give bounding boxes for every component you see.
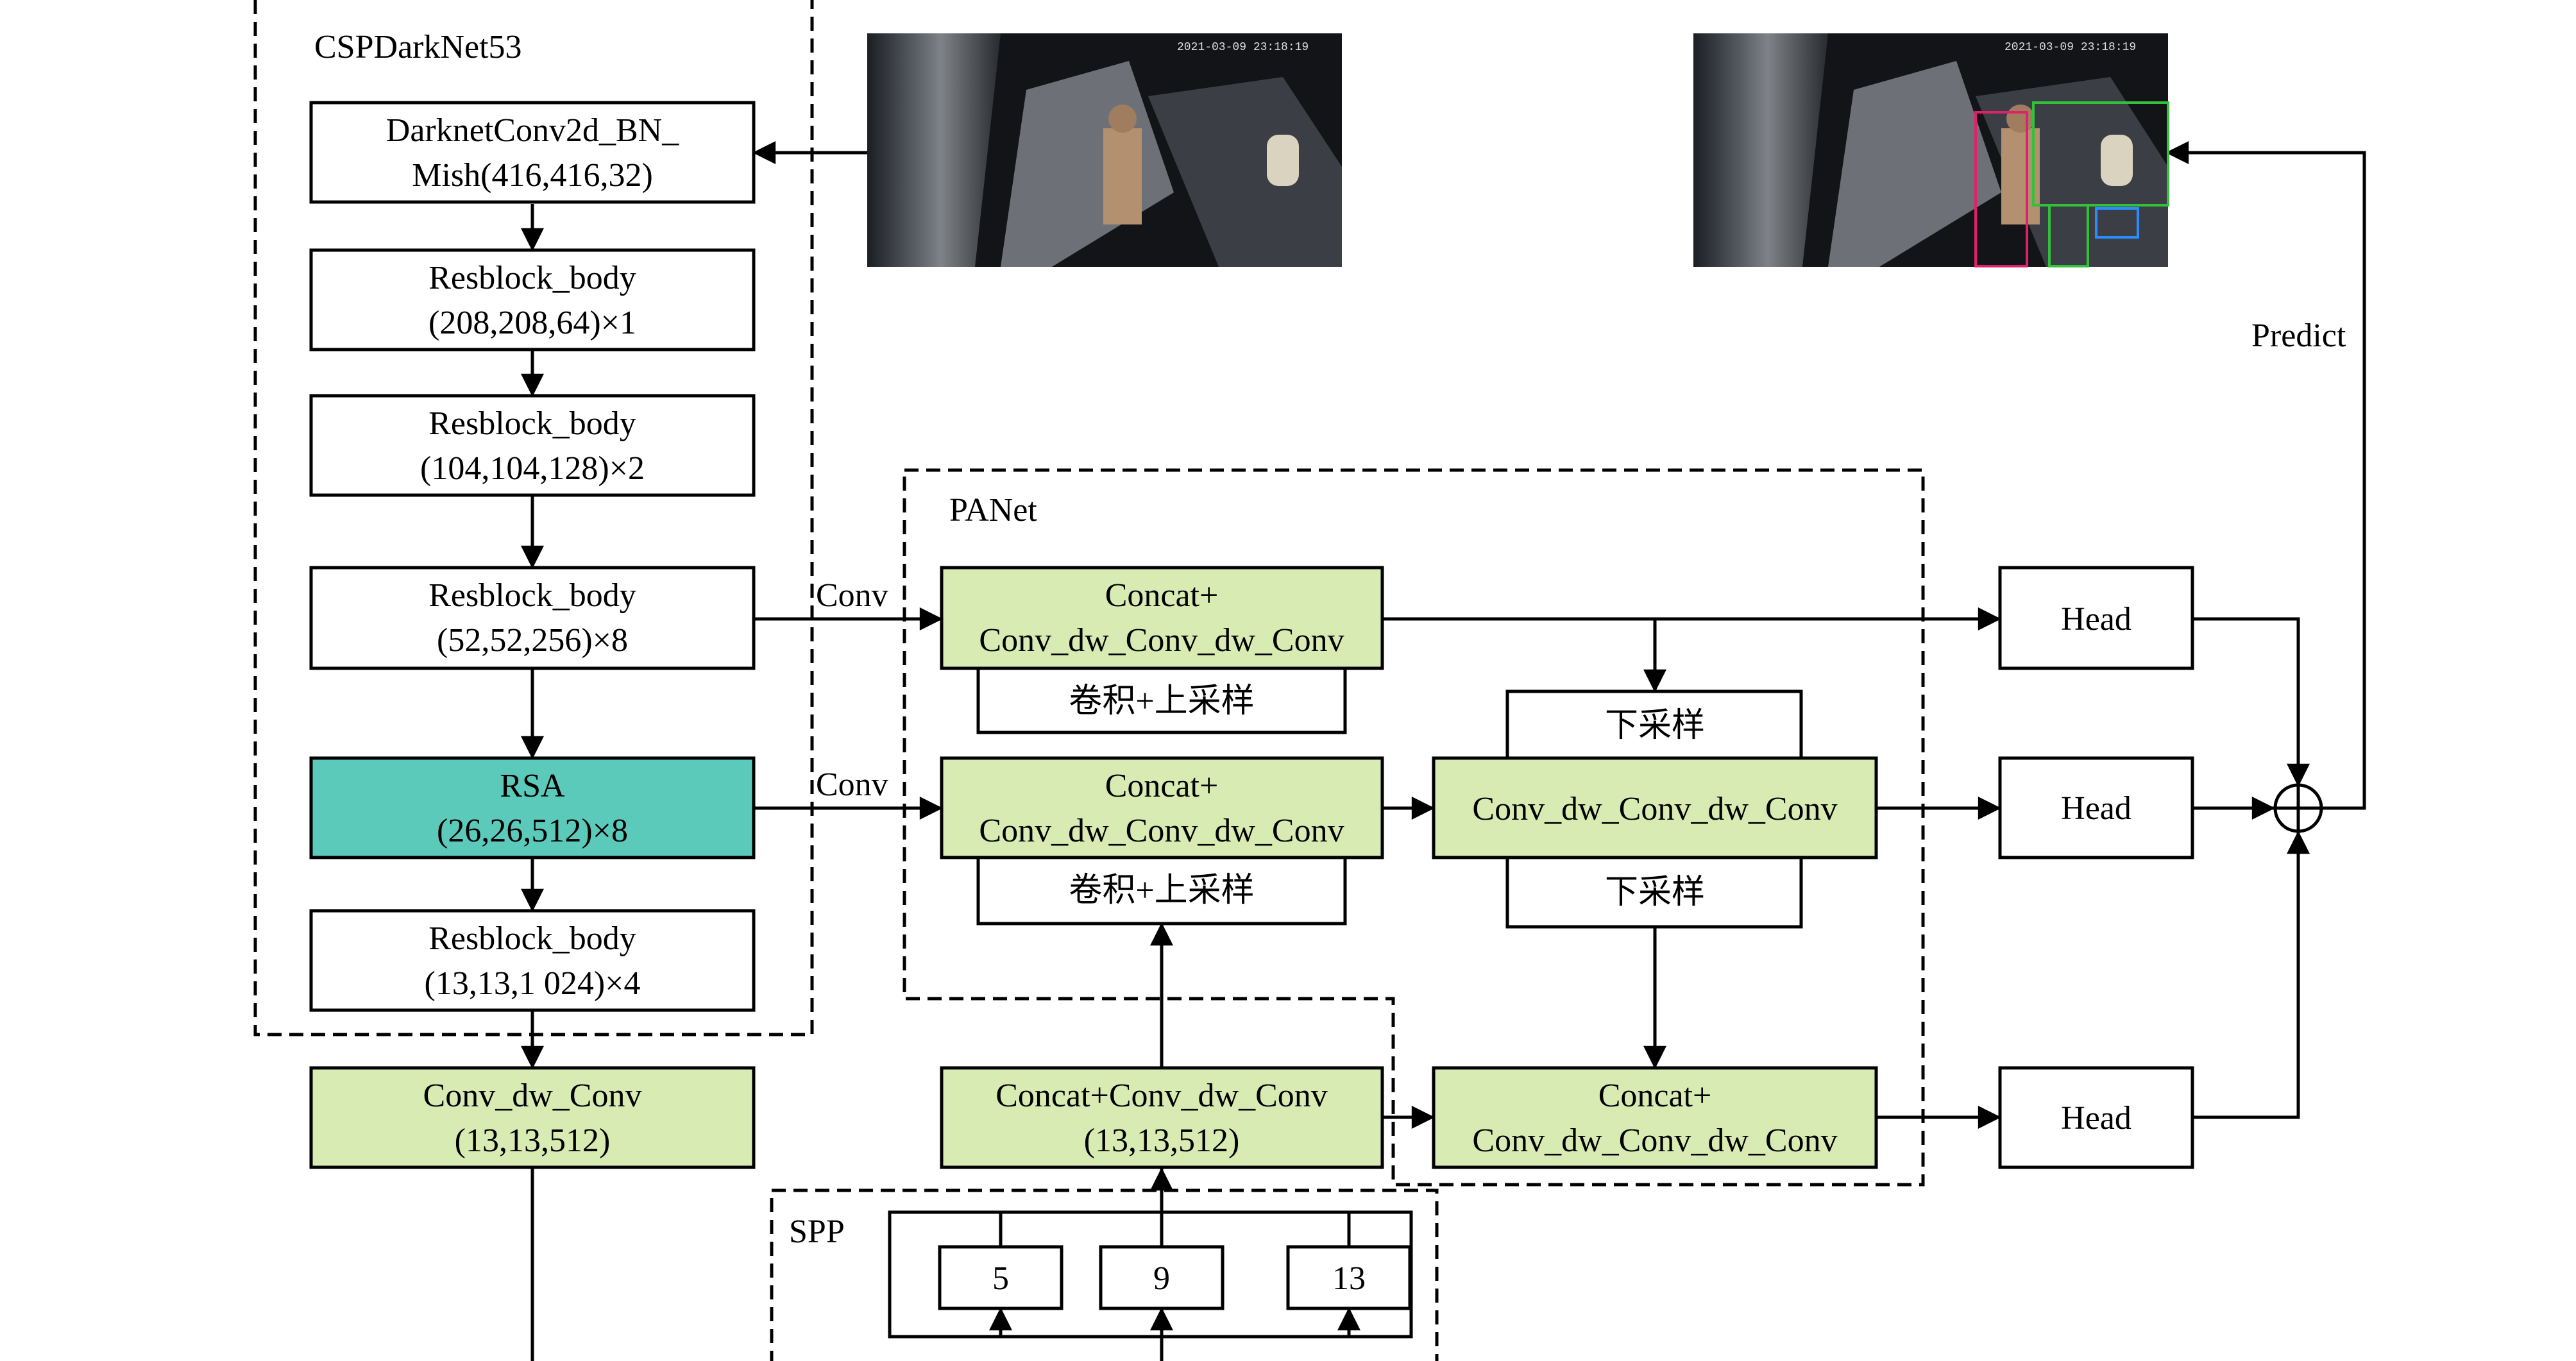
input-image-timestamp: 2021-03-09 23:18:19 [1177, 41, 1309, 54]
svg-text:Conv_dw_Conv_dw_Conv: Conv_dw_Conv_dw_Conv [979, 813, 1344, 849]
svg-text:(26,26,512)×8: (26,26,512)×8 [437, 813, 628, 849]
sum-node-icon [2273, 783, 2323, 833]
backbone-block-3: Resblock_body (104,104,128)×2 [309, 394, 756, 497]
output-image: 2021-03-09 23:18:19 [1693, 33, 2169, 267]
svg-text:(13,13,1 024)×4: (13,13,1 024)×4 [425, 965, 641, 1002]
panet-mid-right: Conv_dw_Conv_dw_Conv [1432, 756, 1878, 859]
spp-container [770, 1188, 1439, 1361]
panet-upsample-2: 卷积+上采样 [976, 856, 1347, 926]
spp-pool-13: 13 [1286, 1245, 1412, 1310]
svg-text:Resblock_body: Resblock_body [428, 920, 636, 957]
svg-text:Concat+: Concat+ [1598, 1078, 1712, 1114]
detection-box-blue [2095, 207, 2139, 239]
svg-text:9: 9 [1153, 1260, 1170, 1297]
svg-text:(13,13,512): (13,13,512) [1084, 1122, 1240, 1159]
svg-text:Conv_dw_Conv_dw_Conv: Conv_dw_Conv_dw_Conv [1472, 791, 1837, 827]
svg-text:下采样: 下采样 [1605, 707, 1705, 744]
svg-text:Mish(416,416,32): Mish(416,416,32) [412, 157, 653, 194]
panet-downsample-bottom: 下采样 [1505, 856, 1803, 929]
head-2: Head [1998, 756, 2194, 859]
panet-concat-mid: Concat+ Conv_dw_Conv_dw_Conv [940, 756, 1384, 859]
svg-text:Concat+: Concat+ [1105, 577, 1219, 614]
predict-label: Predict [2251, 317, 2346, 354]
detection-box-green-1 [2032, 101, 2169, 207]
input-image: 2021-03-09 23:18:19 [867, 33, 1342, 267]
head-3: Head [1998, 1066, 2194, 1169]
svg-text:Conv_dw_Conv: Conv_dw_Conv [423, 1078, 642, 1114]
panet-title: PANet [949, 492, 1037, 528]
svg-text:DarknetConv2d_BN_: DarknetConv2d_BN_ [386, 112, 679, 149]
svg-text:Resblock_body: Resblock_body [428, 260, 636, 296]
svg-text:Resblock_body: Resblock_body [428, 577, 636, 614]
backbone-block-6: Resblock_body (13,13,1 024)×4 [309, 909, 756, 1012]
svg-text:Head: Head [2061, 790, 2131, 827]
conv-label-upper: Conv [816, 577, 888, 614]
panet-concat-bottom: Concat+Conv_dw_Conv (13,13,512) [940, 1066, 1384, 1169]
detection-box-red [1974, 111, 2028, 267]
backbone-block-2: Resblock_body (208,208,64)×1 [309, 248, 756, 351]
spp-pool-9: 9 [1099, 1245, 1224, 1310]
backbone-block-1: DarknetConv2d_BN_ Mish(416,416,32) [309, 101, 756, 204]
svg-text:5: 5 [992, 1260, 1009, 1297]
panet-concat-right-bottom: Concat+ Conv_dw_Conv_dw_Conv [1432, 1066, 1878, 1169]
svg-text:卷积+上采样: 卷积+上采样 [1069, 872, 1254, 909]
svg-text:Concat+: Concat+ [1105, 768, 1219, 804]
cspdarknet-title: CSPDarkNet53 [314, 29, 522, 65]
rsa-block: RSA (26,26,512)×8 [309, 756, 756, 859]
conv-label-lower: Conv [816, 766, 888, 803]
svg-text:RSA: RSA [500, 768, 565, 804]
svg-text:Head: Head [2061, 601, 2131, 638]
svg-text:Concat+Conv_dw_Conv: Concat+Conv_dw_Conv [996, 1078, 1328, 1114]
panet-downsample-top: 下采样 [1505, 689, 1803, 760]
svg-text:(208,208,64)×1: (208,208,64)×1 [428, 305, 636, 341]
connectors [521, 141, 2366, 1361]
output-image-timestamp: 2021-03-09 23:18:19 [2004, 41, 2136, 54]
spp-title: SPP [789, 1213, 845, 1250]
spp-pool-5: 5 [938, 1245, 1063, 1310]
post-conv-block: Conv_dw_Conv (13,13,512) [309, 1066, 756, 1169]
panet-upsample-1: 卷积+上采样 [976, 666, 1347, 734]
svg-text:Conv_dw_Conv_dw_Conv: Conv_dw_Conv_dw_Conv [979, 622, 1344, 659]
backbone-block-4: Resblock_body (52,52,256)×8 [309, 566, 756, 670]
svg-text:(52,52,256)×8: (52,52,256)×8 [437, 622, 628, 659]
svg-text:Conv_dw_Conv_dw_Conv: Conv_dw_Conv_dw_Conv [1472, 1122, 1837, 1159]
head-1: Head [1998, 566, 2194, 670]
svg-text:卷积+上采样: 卷积+上采样 [1069, 683, 1254, 720]
detection-box-green-2 [2048, 204, 2089, 267]
panet-concat-top: Concat+ Conv_dw_Conv_dw_Conv [940, 566, 1384, 670]
svg-text:(13,13,512): (13,13,512) [455, 1122, 611, 1159]
svg-text:Resblock_body: Resblock_body [428, 405, 636, 442]
svg-text:Head: Head [2061, 1100, 2131, 1137]
svg-text:13: 13 [1332, 1260, 1366, 1297]
svg-text:下采样: 下采样 [1605, 874, 1705, 911]
svg-text:(104,104,128)×2: (104,104,128)×2 [420, 450, 645, 487]
